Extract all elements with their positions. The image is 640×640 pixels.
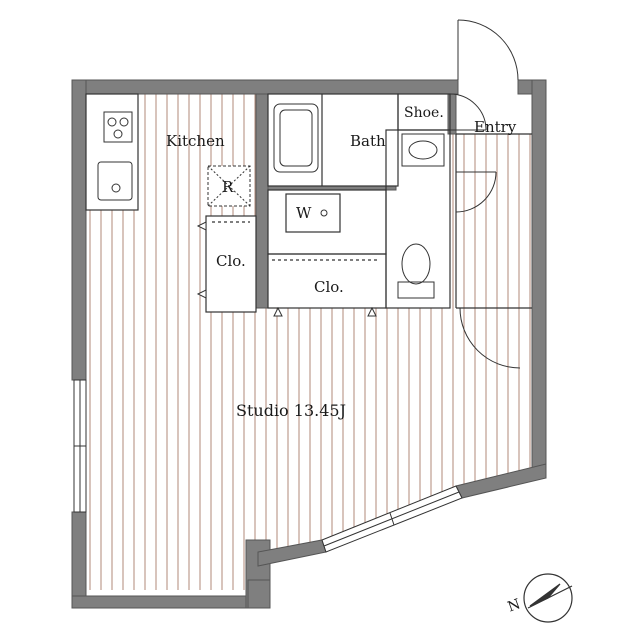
entry-inner-door [455,171,497,213]
closet-main-label: Clo. [314,278,344,296]
floor-hatching [86,94,532,590]
unfloored-area [456,94,532,134]
sink-icon [97,161,133,201]
entry-label: Entry [474,118,517,136]
unfloored-area [86,94,138,210]
unfloored-area [206,216,256,312]
compass-north-label: N [506,596,523,615]
unfloored-area [268,190,386,254]
toilet-icon [397,243,435,299]
studio-door [459,307,521,369]
washbasin-icon [401,133,445,167]
kitchen-label: Kitchen [166,132,225,150]
entry-door [457,19,519,81]
unfloored-area [268,94,398,186]
compass-icon [523,573,573,623]
studio-label: Studio 13.45J [236,401,346,420]
refrigerator-label: R [222,178,234,196]
bottom-window [321,485,463,553]
washer-label: W [296,204,312,222]
bath-label: Bath [350,132,386,150]
shoe-door [449,93,487,131]
unfloored-area [398,94,450,130]
unfloored-area [268,254,386,308]
interior-walls [255,93,457,309]
refrigerator-box [207,165,251,207]
closet-door-markers [196,221,377,317]
washer-drain-icon [320,209,328,217]
left-window [73,379,87,513]
bathtub-icon [273,103,319,173]
closet-small-label: Clo. [216,252,246,270]
stove-icon [103,111,133,143]
unfloored-area [386,130,450,308]
shoe-label: Shoe. [404,105,444,121]
outer-walls [71,79,547,609]
